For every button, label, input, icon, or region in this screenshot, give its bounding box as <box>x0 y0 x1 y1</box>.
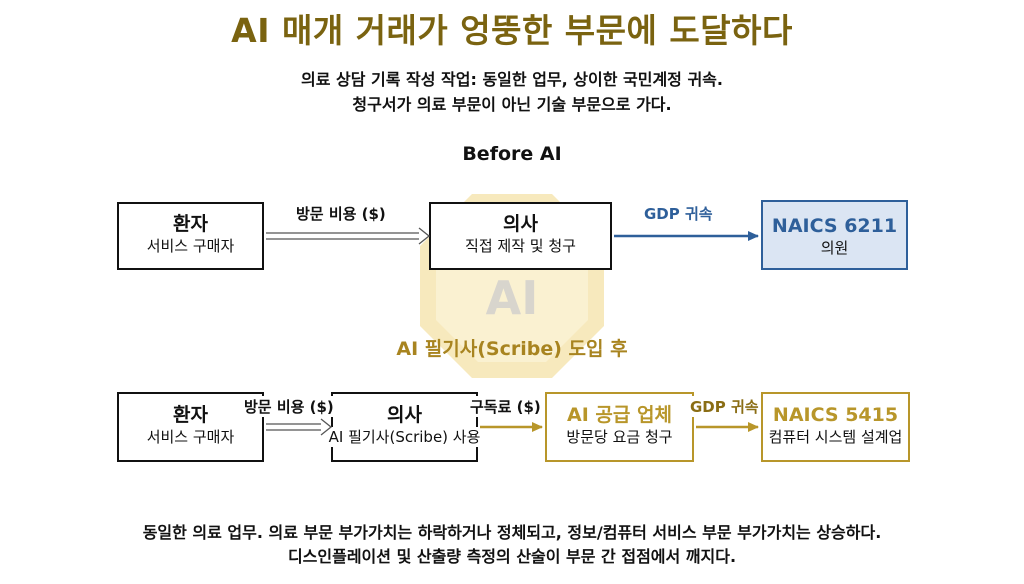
after-visit-fee-label: 방문 비용 ($) <box>244 396 334 417</box>
after-naics-box: NAICS 5415 컴퓨터 시스템 설계업 <box>761 392 910 462</box>
after-vendor-box: AI 공급 업체 방문당 요금 청구 <box>545 392 694 462</box>
before-doctor-title: 의사 <box>503 213 538 235</box>
after-ai-heading: AI 필기사(Scribe) 도입 후 <box>396 338 628 360</box>
before-doctor-box: 의사 직접 제작 및 청구 <box>429 202 612 270</box>
after-doctor-box: 의사 AI 필기사(Scribe) 사용 <box>313 392 496 462</box>
after-patient-subtitle: 서비스 구매자 <box>146 428 235 446</box>
after-patient-title: 환자 <box>173 404 208 426</box>
before-patient-box: 환자 서비스 구매자 <box>117 202 264 270</box>
after-vendor-title: AI 공급 업체 <box>567 404 672 426</box>
before-patient-title: 환자 <box>173 213 208 235</box>
before-ai-heading: Before AI <box>462 143 562 165</box>
after-subscription-label: 구독료 ($) <box>470 396 541 417</box>
after-doctor-title: 의사 <box>387 404 422 426</box>
footer-line-1: 동일한 의료 업무. 의료 부문 부가가치는 하락하거나 정체되고, 정보/컴퓨… <box>142 523 882 542</box>
after-visit-fee-arrow <box>266 418 333 436</box>
before-visit-fee-label: 방문 비용 ($) <box>296 205 386 223</box>
subtitle-line-2: 청구서가 의료 부문이 아닌 기술 부문으로 가다. <box>352 95 672 114</box>
before-patient-subtitle: 서비스 구매자 <box>146 237 235 255</box>
after-doctor-subtitle: AI 필기사(Scribe) 사용 <box>313 427 496 447</box>
subtitle-line-1: 의료 상담 기록 작성 작업: 동일한 업무, 상이한 국민계정 귀속. <box>301 70 723 89</box>
before-naics-code: NAICS 6211 <box>771 215 898 237</box>
after-vendor-subtitle: 방문당 요금 청구 <box>566 428 673 446</box>
before-doctor-subtitle: 직접 제작 및 청구 <box>465 237 576 255</box>
footer-line-2: 디스인플레이션 및 산출량 측정의 산술이 부문 간 접점에서 깨지다. <box>287 547 737 566</box>
before-naics-label: 의원 <box>820 239 849 257</box>
after-patient-box: 환자 서비스 구매자 <box>117 392 264 462</box>
after-naics-code: NAICS 5415 <box>772 404 899 426</box>
before-gdp-label: GDP 귀속 <box>644 205 713 223</box>
after-naics-label: 컴퓨터 시스템 설계업 <box>768 428 903 446</box>
before-naics-box: NAICS 6211 의원 <box>761 200 908 270</box>
watermark-text: AI <box>486 271 539 325</box>
after-gdp-label: GDP 귀속 <box>690 396 759 417</box>
before-visit-fee-arrow <box>266 227 431 245</box>
page-title: AI 매개 거래가 엉뚱한 부문에 도달하다 <box>231 11 793 50</box>
